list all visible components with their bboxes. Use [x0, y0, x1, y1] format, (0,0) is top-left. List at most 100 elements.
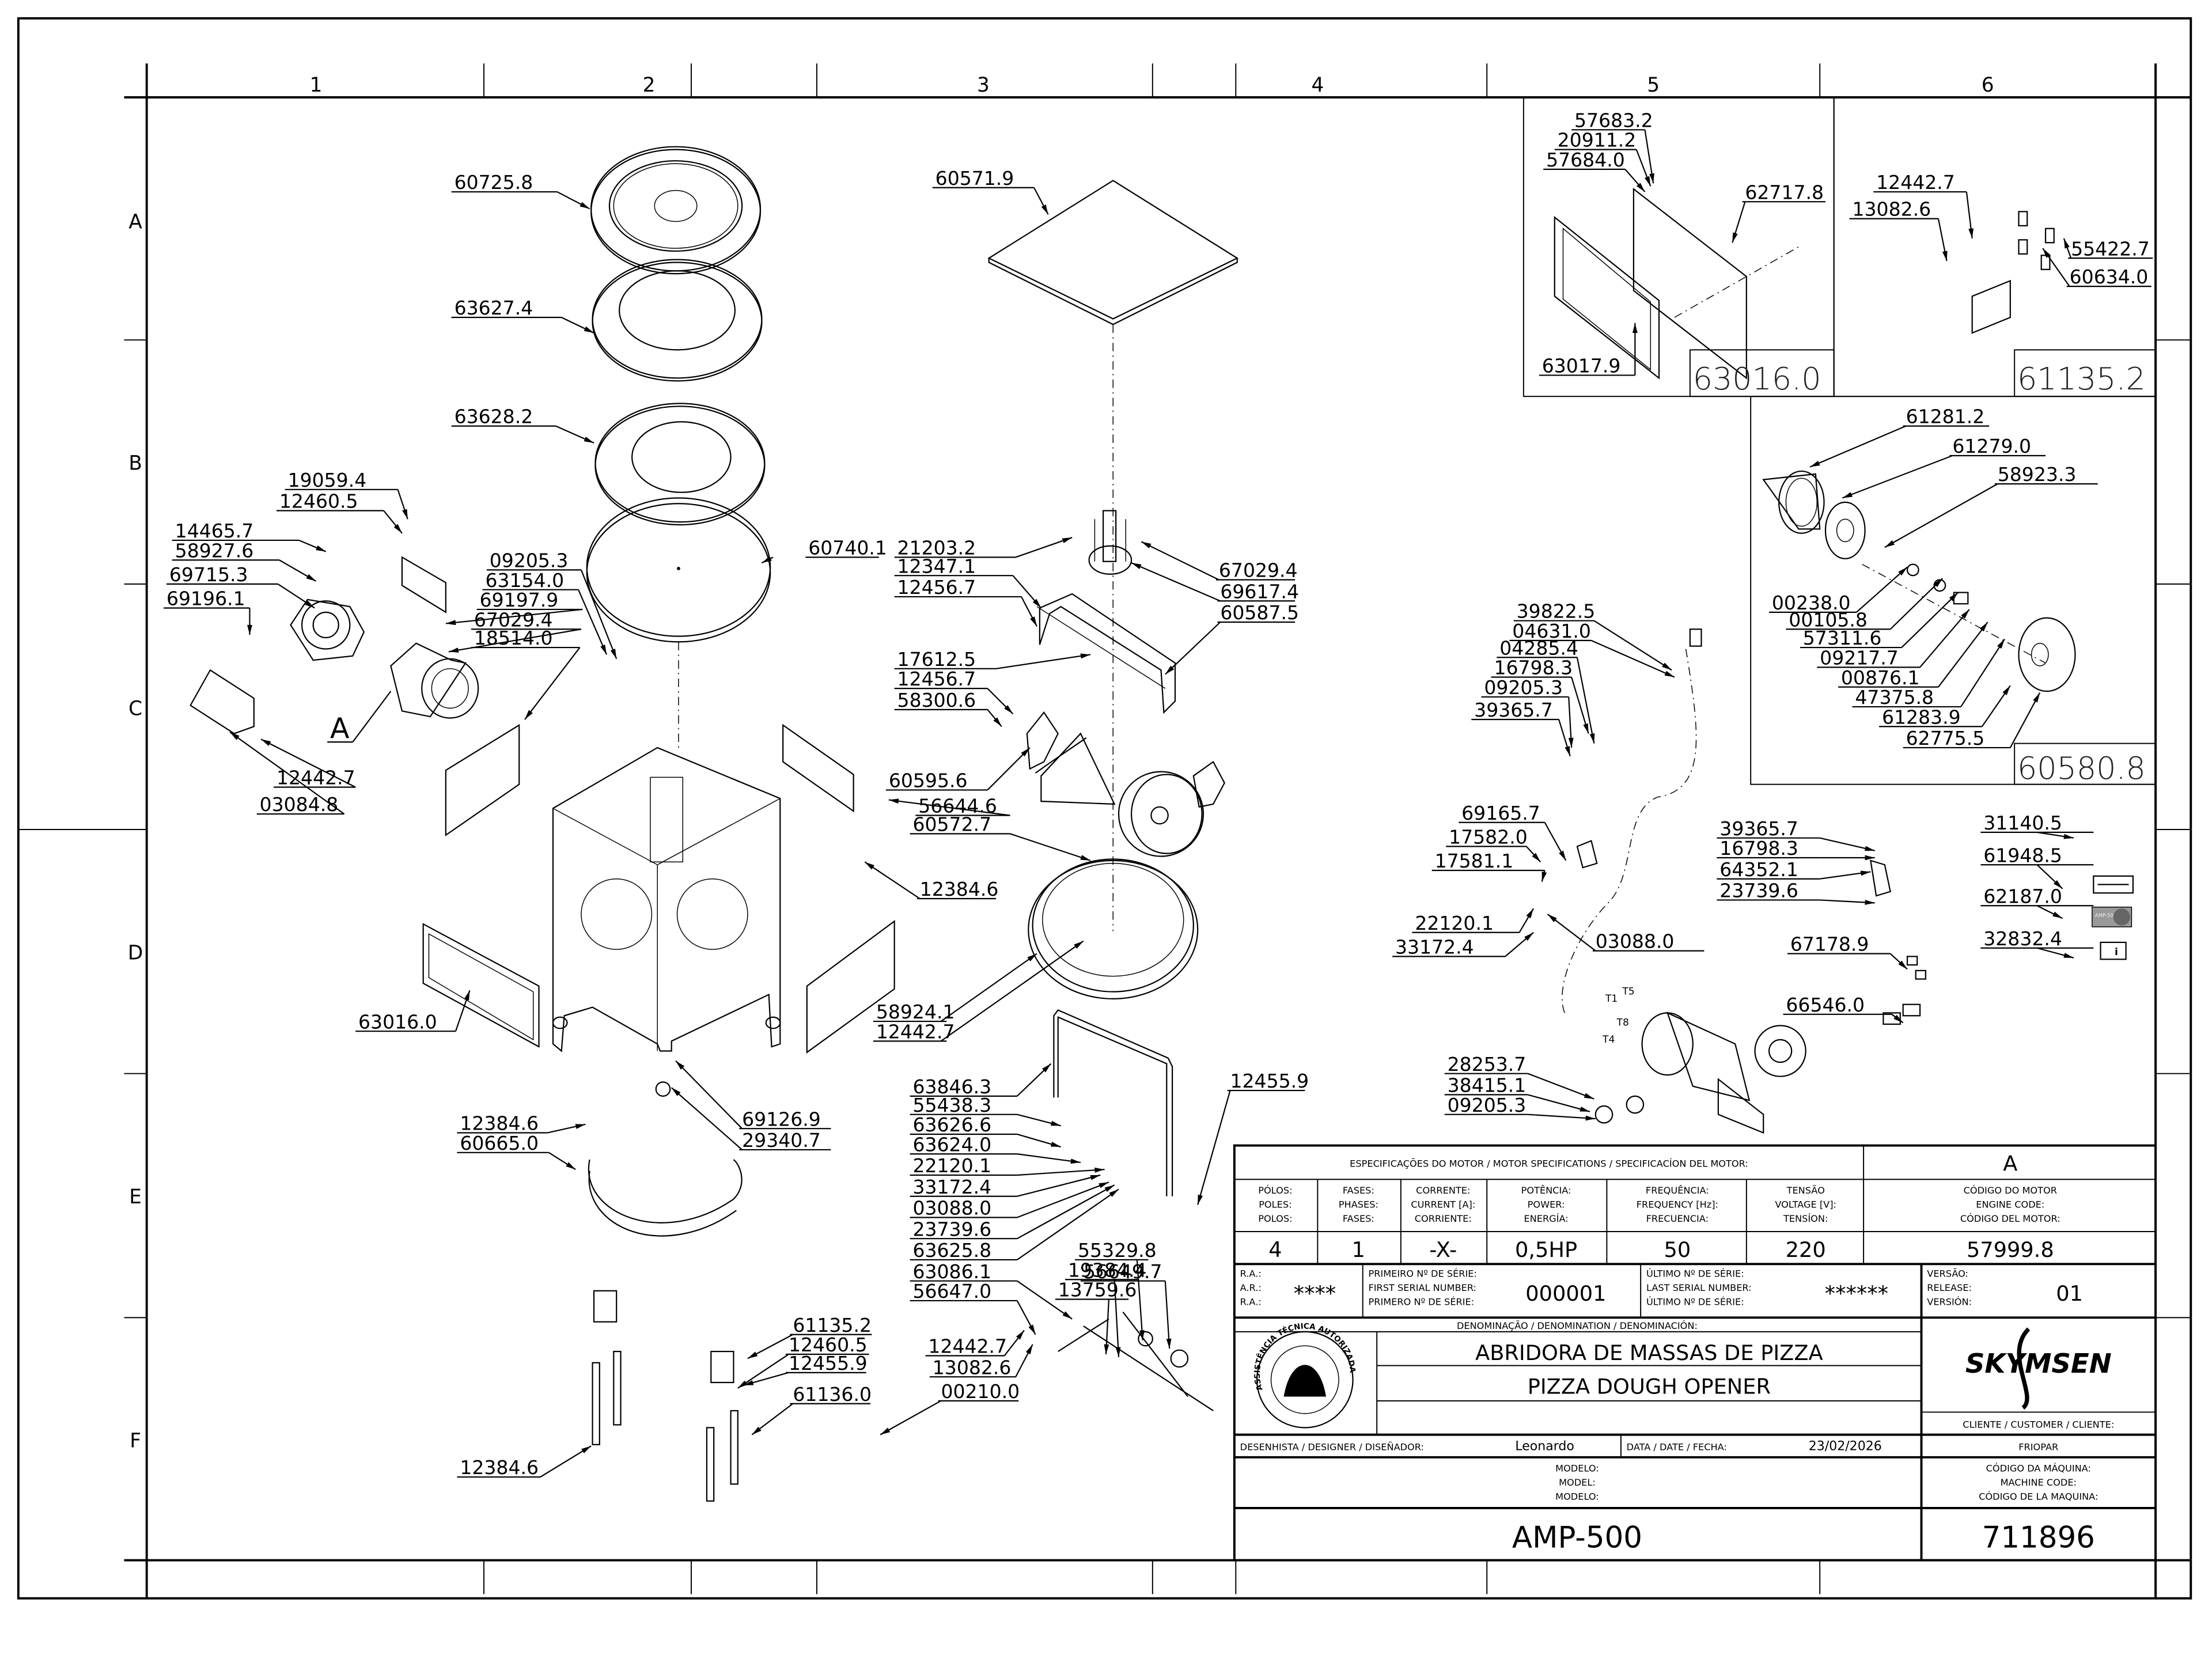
part-number[interactable]: 12384.6 [460, 1456, 539, 1479]
part-number[interactable]: 61283.9 [1882, 706, 1961, 728]
callout[interactable]: 17581.1 [1431, 850, 1547, 882]
part-number[interactable]: 28253.7 [1448, 1053, 1527, 1075]
part-number[interactable]: 17612.5 [897, 648, 976, 671]
callout[interactable]: 63086.1 [910, 1260, 1073, 1320]
callout[interactable]: 58300.6 [894, 689, 1002, 727]
callout[interactable]: 63016.0 [355, 990, 471, 1033]
part-number[interactable]: 63626.6 [912, 1113, 991, 1136]
part-number[interactable]: 69617.4 [1220, 580, 1299, 603]
callout[interactable]: 58927.6 [172, 539, 317, 582]
callout[interactable]: 60571.9 [932, 167, 1049, 215]
part-number[interactable]: 55438.3 [912, 1094, 991, 1116]
part-number[interactable]: 67178.9 [1790, 933, 1869, 956]
callout[interactable]: 61948.5 [1980, 844, 2094, 889]
callout[interactable]: 19059.4 [285, 469, 408, 520]
part-number[interactable]: 03088.0 [1596, 930, 1675, 953]
part-number[interactable]: 20911.2 [1558, 129, 1637, 151]
part-number[interactable]: 32832.4 [1983, 927, 2062, 950]
part-number[interactable]: 31140.5 [1983, 812, 2062, 834]
callout[interactable]: 28253.7 [1444, 1053, 1594, 1100]
callout[interactable]: 39822.5 [1513, 600, 1672, 671]
callout[interactable]: 03088.0 [1547, 914, 1705, 953]
part-number[interactable]: 63016.0 [358, 1010, 437, 1033]
part-number[interactable]: 23739.6 [912, 1218, 991, 1240]
part-number[interactable]: 16798.3 [1719, 837, 1798, 859]
part-number[interactable]: 57683.2 [1574, 109, 1653, 131]
callout[interactable]: 61135.2 [747, 1314, 872, 1359]
part-number[interactable]: 12456.7 [897, 668, 976, 690]
part-number[interactable]: 03084.8 [260, 793, 339, 816]
part-number[interactable]: 60665.0 [460, 1132, 539, 1154]
part-number[interactable]: 00238.0 [1772, 592, 1851, 614]
callout[interactable]: 23739.6 [910, 1184, 1115, 1240]
callout[interactable]: 12384.6 [457, 1112, 586, 1135]
callout[interactable]: 16798.3 [1717, 837, 1875, 861]
part-number[interactable]: 69165.7 [1461, 802, 1540, 824]
part-number[interactable]: 17581.1 [1435, 850, 1514, 872]
callout[interactable]: 63625.8 [910, 1188, 1119, 1262]
callout[interactable]: 69197.9 [445, 589, 583, 626]
callout[interactable]: 66546.0 [1783, 994, 1904, 1024]
part-number[interactable]: 60587.5 [1220, 601, 1299, 624]
part-number[interactable]: 04631.0 [1512, 620, 1591, 642]
callout[interactable]: 69196.1 [164, 588, 252, 635]
callout[interactable]: 61281.2 [1809, 406, 1990, 468]
callout[interactable]: 60665.0 [457, 1132, 576, 1171]
callout[interactable]: 56644.6 [888, 795, 1010, 817]
callout[interactable]: 32832.4 [1980, 927, 2094, 959]
callout[interactable]: 16798.3 [1491, 657, 1589, 734]
callout[interactable]: 12460.5 [737, 1334, 869, 1389]
part-number[interactable]: 62717.8 [1745, 181, 1824, 203]
callout[interactable]: 12384.6 [864, 861, 998, 900]
callout[interactable]: 18514.0 [471, 627, 581, 720]
callout[interactable]: 17582.0 [1446, 825, 1541, 863]
part-number[interactable]: 00876.1 [1841, 666, 1920, 689]
part-number[interactable]: 12442.7 [928, 1335, 1007, 1358]
callout[interactable]: 67178.9 [1787, 933, 1908, 970]
part-number[interactable]: 55422.7 [2071, 237, 2150, 260]
callout[interactable]: 55329.8 [1075, 1239, 1157, 1340]
callout[interactable]: 21203.2 [894, 536, 1073, 559]
callout[interactable]: 12442.7 [925, 1330, 1025, 1358]
part-number[interactable]: 13082.6 [1853, 198, 1931, 221]
part-number[interactable]: 19059.4 [288, 469, 367, 491]
part-number[interactable]: 69126.9 [742, 1108, 821, 1130]
part-number[interactable]: 58923.3 [1998, 463, 2077, 486]
part-number[interactable]: 12442.7 [1876, 171, 1955, 194]
part-number[interactable]: 04285.4 [1499, 637, 1578, 659]
part-number[interactable]: 55329.8 [1078, 1239, 1157, 1262]
part-number[interactable]: 22120.1 [1415, 912, 1494, 934]
callout[interactable]: 09205.3 [1444, 1094, 1596, 1121]
callout[interactable]: 12384.6 [457, 1445, 592, 1479]
callout[interactable]: 00876.1 [1838, 622, 1988, 689]
callout[interactable]: 33172.4 [910, 1174, 1101, 1198]
part-number[interactable]: 64352.1 [1719, 858, 1798, 881]
part-number[interactable]: 09217.7 [1820, 646, 1899, 669]
part-number[interactable]: 60634.0 [2070, 266, 2149, 288]
callout[interactable]: 62717.8 [1732, 181, 1825, 243]
callout[interactable]: 67029.4 [448, 608, 582, 653]
part-number[interactable]: 47375.8 [1855, 686, 1934, 709]
callout[interactable]: 22120.1 [910, 1154, 1105, 1177]
part-number[interactable]: 67029.4 [1219, 559, 1298, 582]
callout[interactable]: 63154.0 [482, 569, 608, 655]
callout[interactable]: 33172.4 [1392, 931, 1534, 959]
part-number[interactable]: 14465.7 [175, 520, 254, 542]
callout[interactable]: 58923.3 [1884, 463, 2098, 548]
part-number[interactable]: 29340.7 [742, 1129, 821, 1152]
callout[interactable]: 39365.7 [1717, 817, 1875, 851]
callout[interactable]: 63624.0 [910, 1133, 1081, 1164]
part-number[interactable]: 63627.4 [454, 297, 533, 319]
part-number[interactable]: 67029.4 [474, 608, 553, 631]
callout[interactable]: 14465.7 [172, 520, 327, 552]
part-number[interactable]: 12442.7 [276, 767, 355, 789]
part-number[interactable]: 19384.4 [1068, 1259, 1147, 1281]
callout[interactable]: 58924.1 [873, 953, 1037, 1024]
part-number[interactable]: 61281.2 [1906, 406, 1985, 428]
callout[interactable]: 39365.7 [1471, 699, 1571, 756]
callout[interactable]: 12347.1 [894, 555, 1042, 609]
callout[interactable]: 12442.7 [260, 738, 356, 789]
part-number[interactable]: 58927.6 [175, 539, 254, 562]
callout[interactable]: 63627.4 [451, 297, 594, 334]
part-number[interactable]: 12384.6 [460, 1112, 539, 1135]
